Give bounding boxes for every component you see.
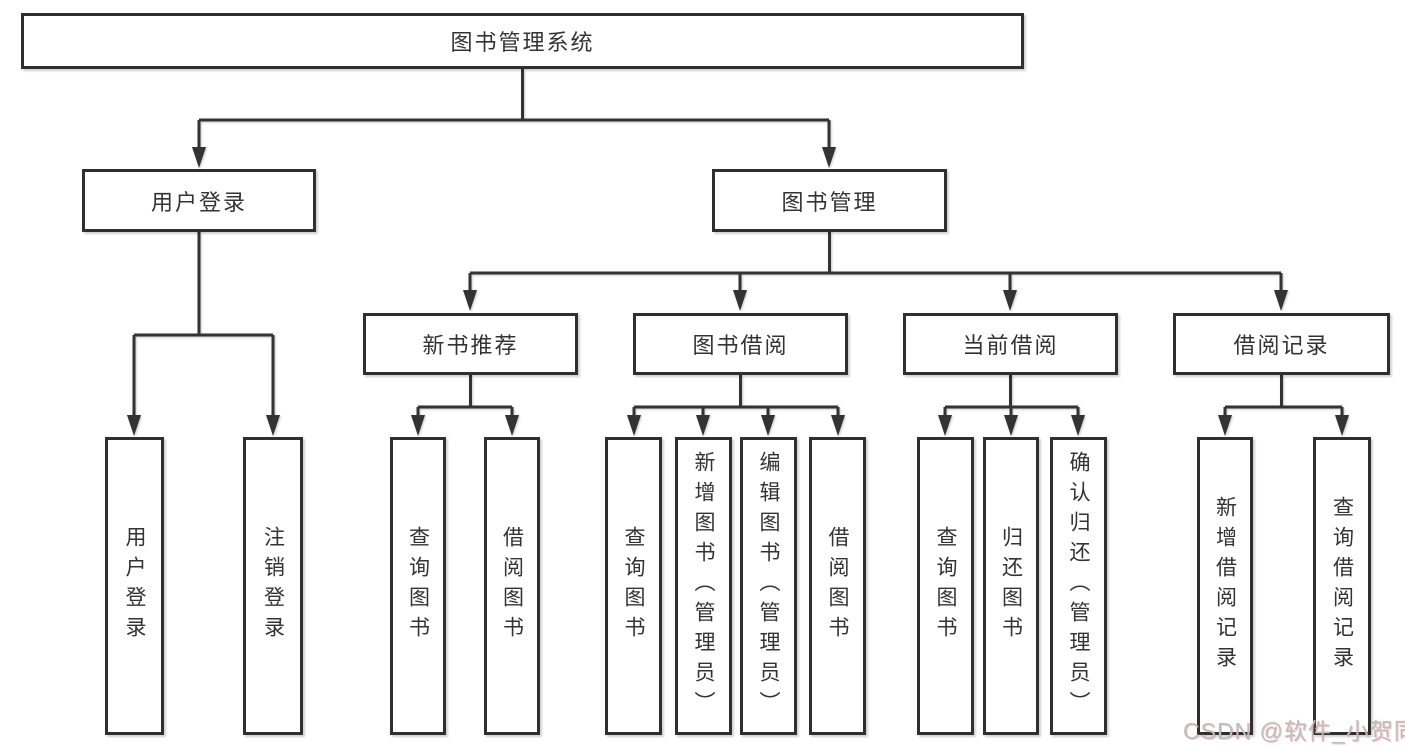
leaf-query-books-recommend: 查询图书 (390, 437, 446, 735)
leaf-borrow-books-recommend: 借阅图书 (484, 437, 540, 735)
node-label: 借阅记录 (1233, 333, 1330, 358)
node-library-system: 图书管理系统 (21, 13, 1024, 69)
node-label: 查询图书 (406, 526, 430, 646)
node-user-login: 用户登录 (82, 169, 316, 232)
node-label: 用户登录 (123, 526, 146, 646)
leaf-logout: 注销登录 (243, 437, 303, 735)
arrowheads (127, 147, 1349, 436)
node-label: 编辑图书（管理员） (757, 451, 780, 721)
node-label: 确认归还（管理员） (1067, 451, 1090, 721)
node-current-borrowing: 当前借阅 (903, 313, 1118, 375)
leaf-query-books-borrowing: 查询图书 (605, 437, 662, 735)
csdn-watermark: CSDN @软件_小贺同学 (1183, 718, 1405, 744)
node-label: 查询借阅记录 (1330, 496, 1354, 676)
leaf-confirm-return-admin: 确认归还（管理员） (1050, 437, 1107, 735)
node-label: 图书管理 (781, 189, 878, 215)
node-book-management: 图书管理 (712, 169, 947, 232)
leaf-add-borrow-record: 新增借阅记录 (1197, 437, 1253, 735)
node-new-book-recommend: 新书推荐 (363, 313, 578, 375)
leaf-query-borrow-record: 查询借阅记录 (1313, 437, 1371, 735)
connector-paths (132, 69, 1344, 418)
node-label: 图书管理系统 (450, 30, 595, 55)
node-book-borrowing: 图书借阅 (633, 313, 848, 375)
node-label: 新书推荐 (422, 333, 519, 358)
node-label: 查询图书 (622, 526, 645, 646)
node-label: 借阅图书 (826, 526, 849, 646)
node-label: 归还图书 (999, 526, 1023, 646)
leaf-borrow-books: 借阅图书 (809, 437, 866, 735)
node-label: 查询图书 (934, 526, 957, 646)
node-label: 用户登录 (150, 189, 247, 215)
leaf-query-books-current: 查询图书 (917, 437, 974, 735)
node-label: 注销登录 (261, 526, 285, 646)
leaf-user-login: 用户登录 (105, 437, 164, 735)
node-label: 当前借阅 (962, 333, 1059, 358)
node-label: 新增借阅记录 (1213, 496, 1237, 676)
leaf-return-books: 归还图书 (983, 437, 1039, 735)
node-label: 图书借阅 (692, 333, 789, 358)
node-label: 新增图书（管理员） (692, 451, 715, 721)
node-borrowing-records: 借阅记录 (1173, 313, 1390, 375)
leaf-add-books-admin: 新增图书（管理员） (675, 437, 732, 735)
leaf-edit-books-admin: 编辑图书（管理员） (740, 437, 797, 735)
node-label: 借阅图书 (500, 526, 524, 646)
